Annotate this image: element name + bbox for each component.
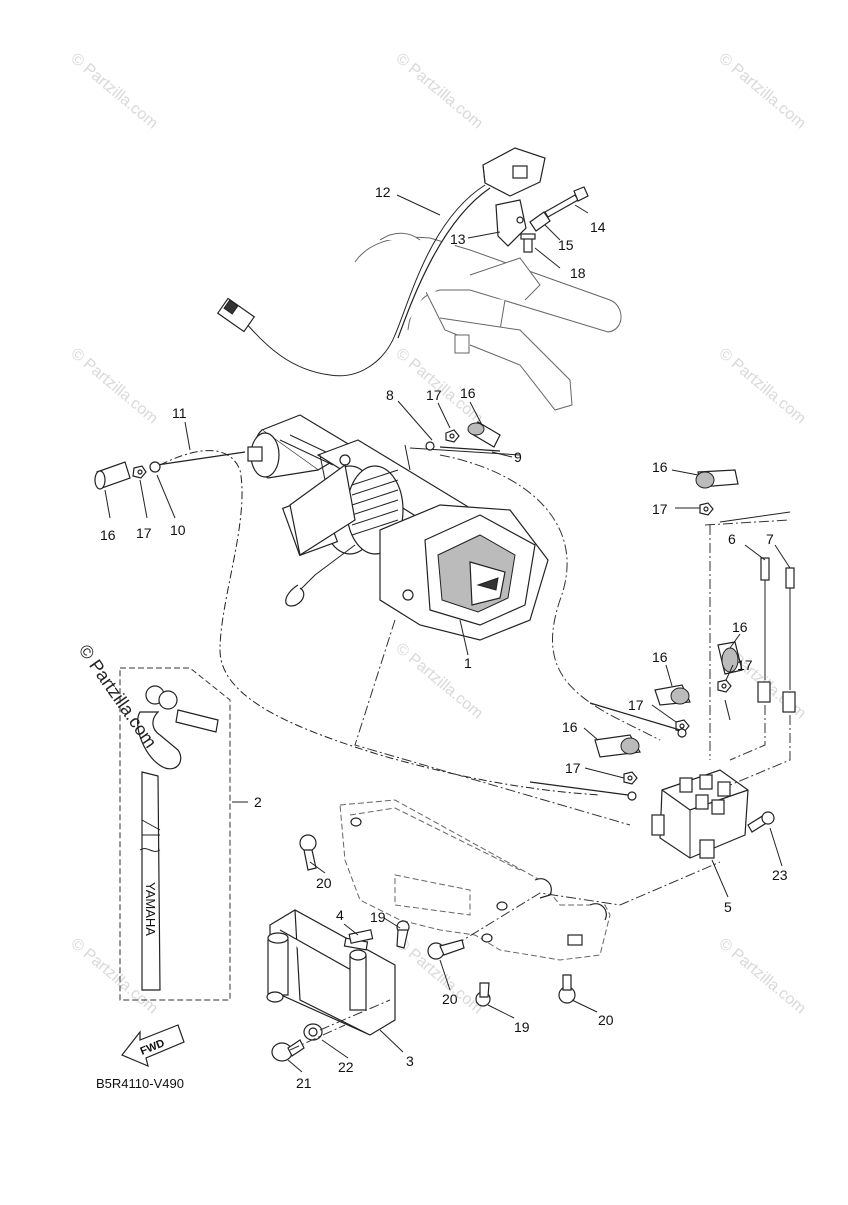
callout-23: 23: [772, 867, 788, 883]
callout-9: 9: [514, 449, 522, 465]
callout-17-left: 17: [136, 525, 152, 541]
callout-12: 12: [375, 184, 391, 200]
callout-2: 2: [254, 794, 262, 810]
watermark: © Partzilla.com: [715, 345, 809, 427]
callout-16-r3: 16: [652, 649, 668, 665]
nut-17-r4: [623, 771, 638, 785]
relay-5: [651, 769, 749, 859]
cap-16-r3: [654, 684, 691, 706]
callout-11: 11: [172, 405, 187, 421]
screw-18: [520, 233, 536, 253]
nut-17-r2: [717, 679, 732, 693]
callout-16-r1: 16: [652, 459, 668, 475]
cap-16-r1: [695, 469, 739, 489]
callout-labels: 12 13 14 15 18 11 8 17 16 9 10 17 16 16 …: [100, 184, 788, 1091]
bolt-20-c: [558, 974, 576, 1004]
callout-16-left: 16: [100, 527, 116, 543]
watermark: © Partzilla.com: [392, 640, 486, 722]
bolt-19-a: [396, 920, 410, 949]
callout-5: 5: [724, 899, 732, 915]
wire-7: [782, 567, 796, 713]
bolt-19-b: [475, 982, 491, 1007]
diagram-code: B5R4110-V490: [96, 1076, 184, 1091]
callout-8: 8: [386, 387, 394, 403]
callout-21: 21: [296, 1075, 312, 1091]
callout-3: 3: [406, 1053, 414, 1069]
leader-lines: [104, 194, 791, 1073]
nut-17-r1: [699, 502, 714, 516]
callout-18: 18: [570, 265, 586, 281]
connector-plug: [216, 297, 256, 333]
callout-4: 4: [336, 907, 344, 923]
callout-13: 13: [450, 231, 466, 247]
callout-20-a: 20: [316, 875, 332, 891]
label-4: [348, 929, 374, 944]
bolt-20-b: [427, 939, 465, 960]
callout-7: 7: [766, 531, 774, 547]
fwd-arrow: FWD: [121, 1024, 185, 1068]
watermark: © Partzilla.com: [715, 935, 809, 1017]
winch-rope-hook: [285, 544, 356, 607]
handlebar-outline: [354, 232, 622, 411]
nut-17-left: [132, 465, 147, 479]
cap-16-r4: [594, 734, 641, 758]
watermark: © Partzilla.com: [392, 50, 486, 132]
callout-16-r2: 16: [732, 619, 748, 635]
winch-gearbox: [339, 454, 549, 641]
cap-16-top: [467, 421, 501, 448]
callout-16-top: 16: [460, 385, 476, 401]
callout-17-r3: 17: [628, 697, 644, 713]
bolt-20-a: [299, 834, 317, 871]
callout-17-top: 17: [426, 387, 442, 403]
callout-17-r2: 17: [737, 657, 753, 673]
callout-17-r4: 17: [565, 760, 581, 776]
callout-1: 1: [464, 655, 472, 671]
callout-16-r4: 16: [562, 719, 578, 735]
winch-switch: [482, 147, 546, 247]
callout-6: 6: [728, 531, 736, 547]
wire-6: [757, 557, 771, 703]
fairlead-3: [266, 909, 396, 1036]
callout-19-a: 19: [370, 909, 386, 925]
mounting-plate: [339, 799, 611, 961]
watermark: © Partzilla.com: [715, 50, 809, 132]
washer-22: [303, 1023, 323, 1041]
bolt-14: [544, 186, 589, 218]
nut-17-top: [445, 429, 460, 443]
callout-20-b: 20: [442, 991, 458, 1007]
callout-10: 10: [170, 522, 186, 538]
watermark: © Partzilla.com: [67, 345, 161, 427]
callout-14: 14: [590, 219, 606, 235]
callout-17-r1: 17: [652, 501, 668, 517]
callout-22: 22: [338, 1059, 354, 1075]
strap-brand-text: YAMAHA: [143, 882, 158, 936]
callout-15: 15: [558, 237, 574, 253]
cable-11-terminal: [149, 446, 263, 473]
callout-19-b: 19: [514, 1019, 530, 1035]
cap-16-left: [94, 461, 131, 490]
callout-20-c: 20: [598, 1012, 614, 1028]
collar-15: [529, 211, 551, 232]
bolt-23: [747, 811, 775, 833]
bolt-21: [271, 1039, 305, 1062]
watermark: © Partzilla.com: [67, 50, 161, 132]
strap-kit-2: [119, 667, 231, 1001]
